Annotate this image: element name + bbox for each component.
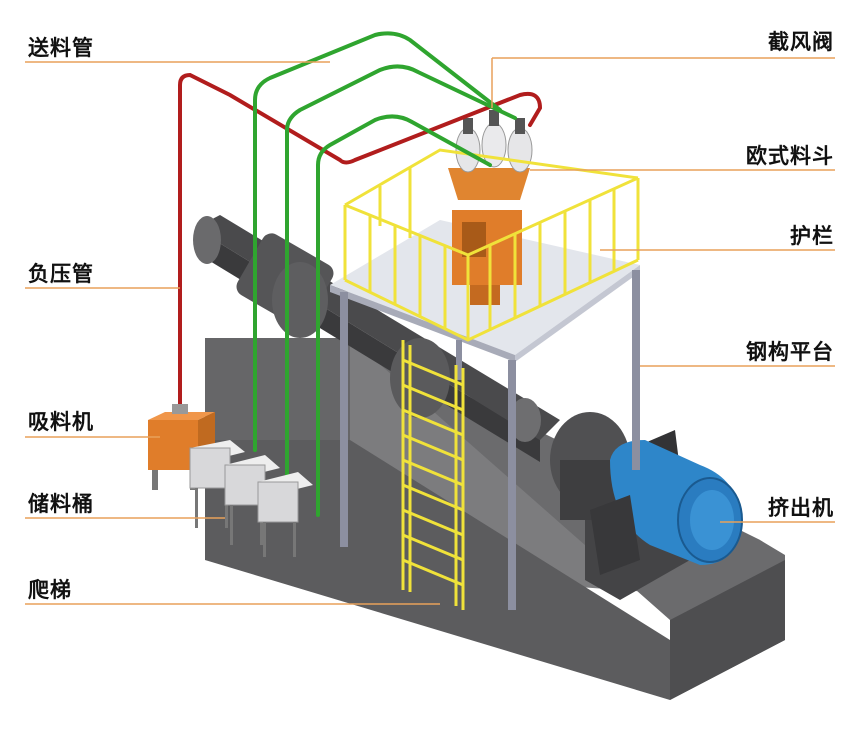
callout-storage-bin: 储料桶 (28, 492, 94, 516)
callout-guardrail: 护栏 (790, 224, 834, 248)
storage-bin (257, 472, 313, 557)
guardrail (343, 148, 640, 342)
euro-hopper (448, 122, 533, 305)
callout-ladder: 爬梯 (28, 578, 72, 602)
callout-shutoff-valve: 截风阀 (768, 30, 834, 54)
ladder (401, 340, 465, 610)
callout-steel-platform: 钢构平台 (746, 340, 834, 364)
callout-vacuum-pipe: 负压管 (28, 262, 94, 286)
callout-feed-pipe: 送料管 (28, 36, 94, 60)
leader-lines (25, 57, 835, 605)
storage-bins (189, 440, 313, 557)
feed-pipe (253, 31, 517, 517)
shutoff-valve (463, 110, 525, 134)
callout-euro-hopper: 欧式料斗 (746, 144, 834, 168)
callout-extruder: 挤出机 (768, 496, 834, 520)
extruder-drive (550, 412, 743, 600)
vacuum-pipe (178, 72, 543, 422)
callout-vacuum-loader: 吸料机 (28, 410, 94, 434)
